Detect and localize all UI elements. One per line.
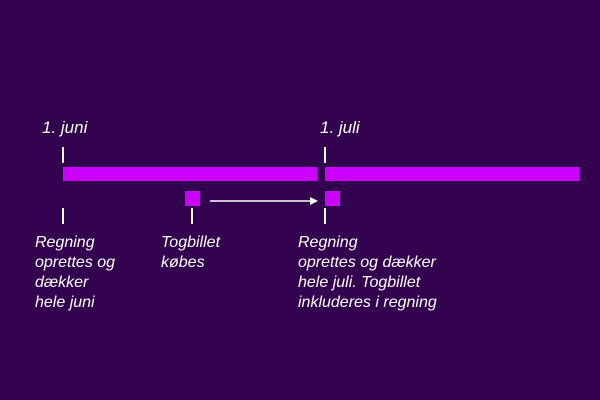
date-label-june: 1. juni [42, 118, 88, 137]
timeline-bar-july [325, 167, 579, 181]
tick-purchase-bottom [191, 208, 193, 224]
date-label-july: 1. juli [320, 118, 360, 137]
timeline-bar-june [63, 167, 317, 181]
bill-july-marker [325, 191, 340, 206]
note-bill-july: Regning oprettes og dækker hele juli. To… [298, 234, 437, 311]
ticket-purchase-marker [185, 191, 200, 206]
arrow-to-july-bill [210, 197, 318, 205]
tick-july-bottom [324, 208, 326, 224]
note-ticket-purchase: Togbillet købes [161, 234, 221, 271]
tick-june-bottom [62, 208, 64, 224]
tick-june-top [62, 147, 64, 163]
note-bill-june: Regning oprettes og dækker hele juni [35, 234, 116, 311]
tick-july-top [324, 147, 326, 163]
